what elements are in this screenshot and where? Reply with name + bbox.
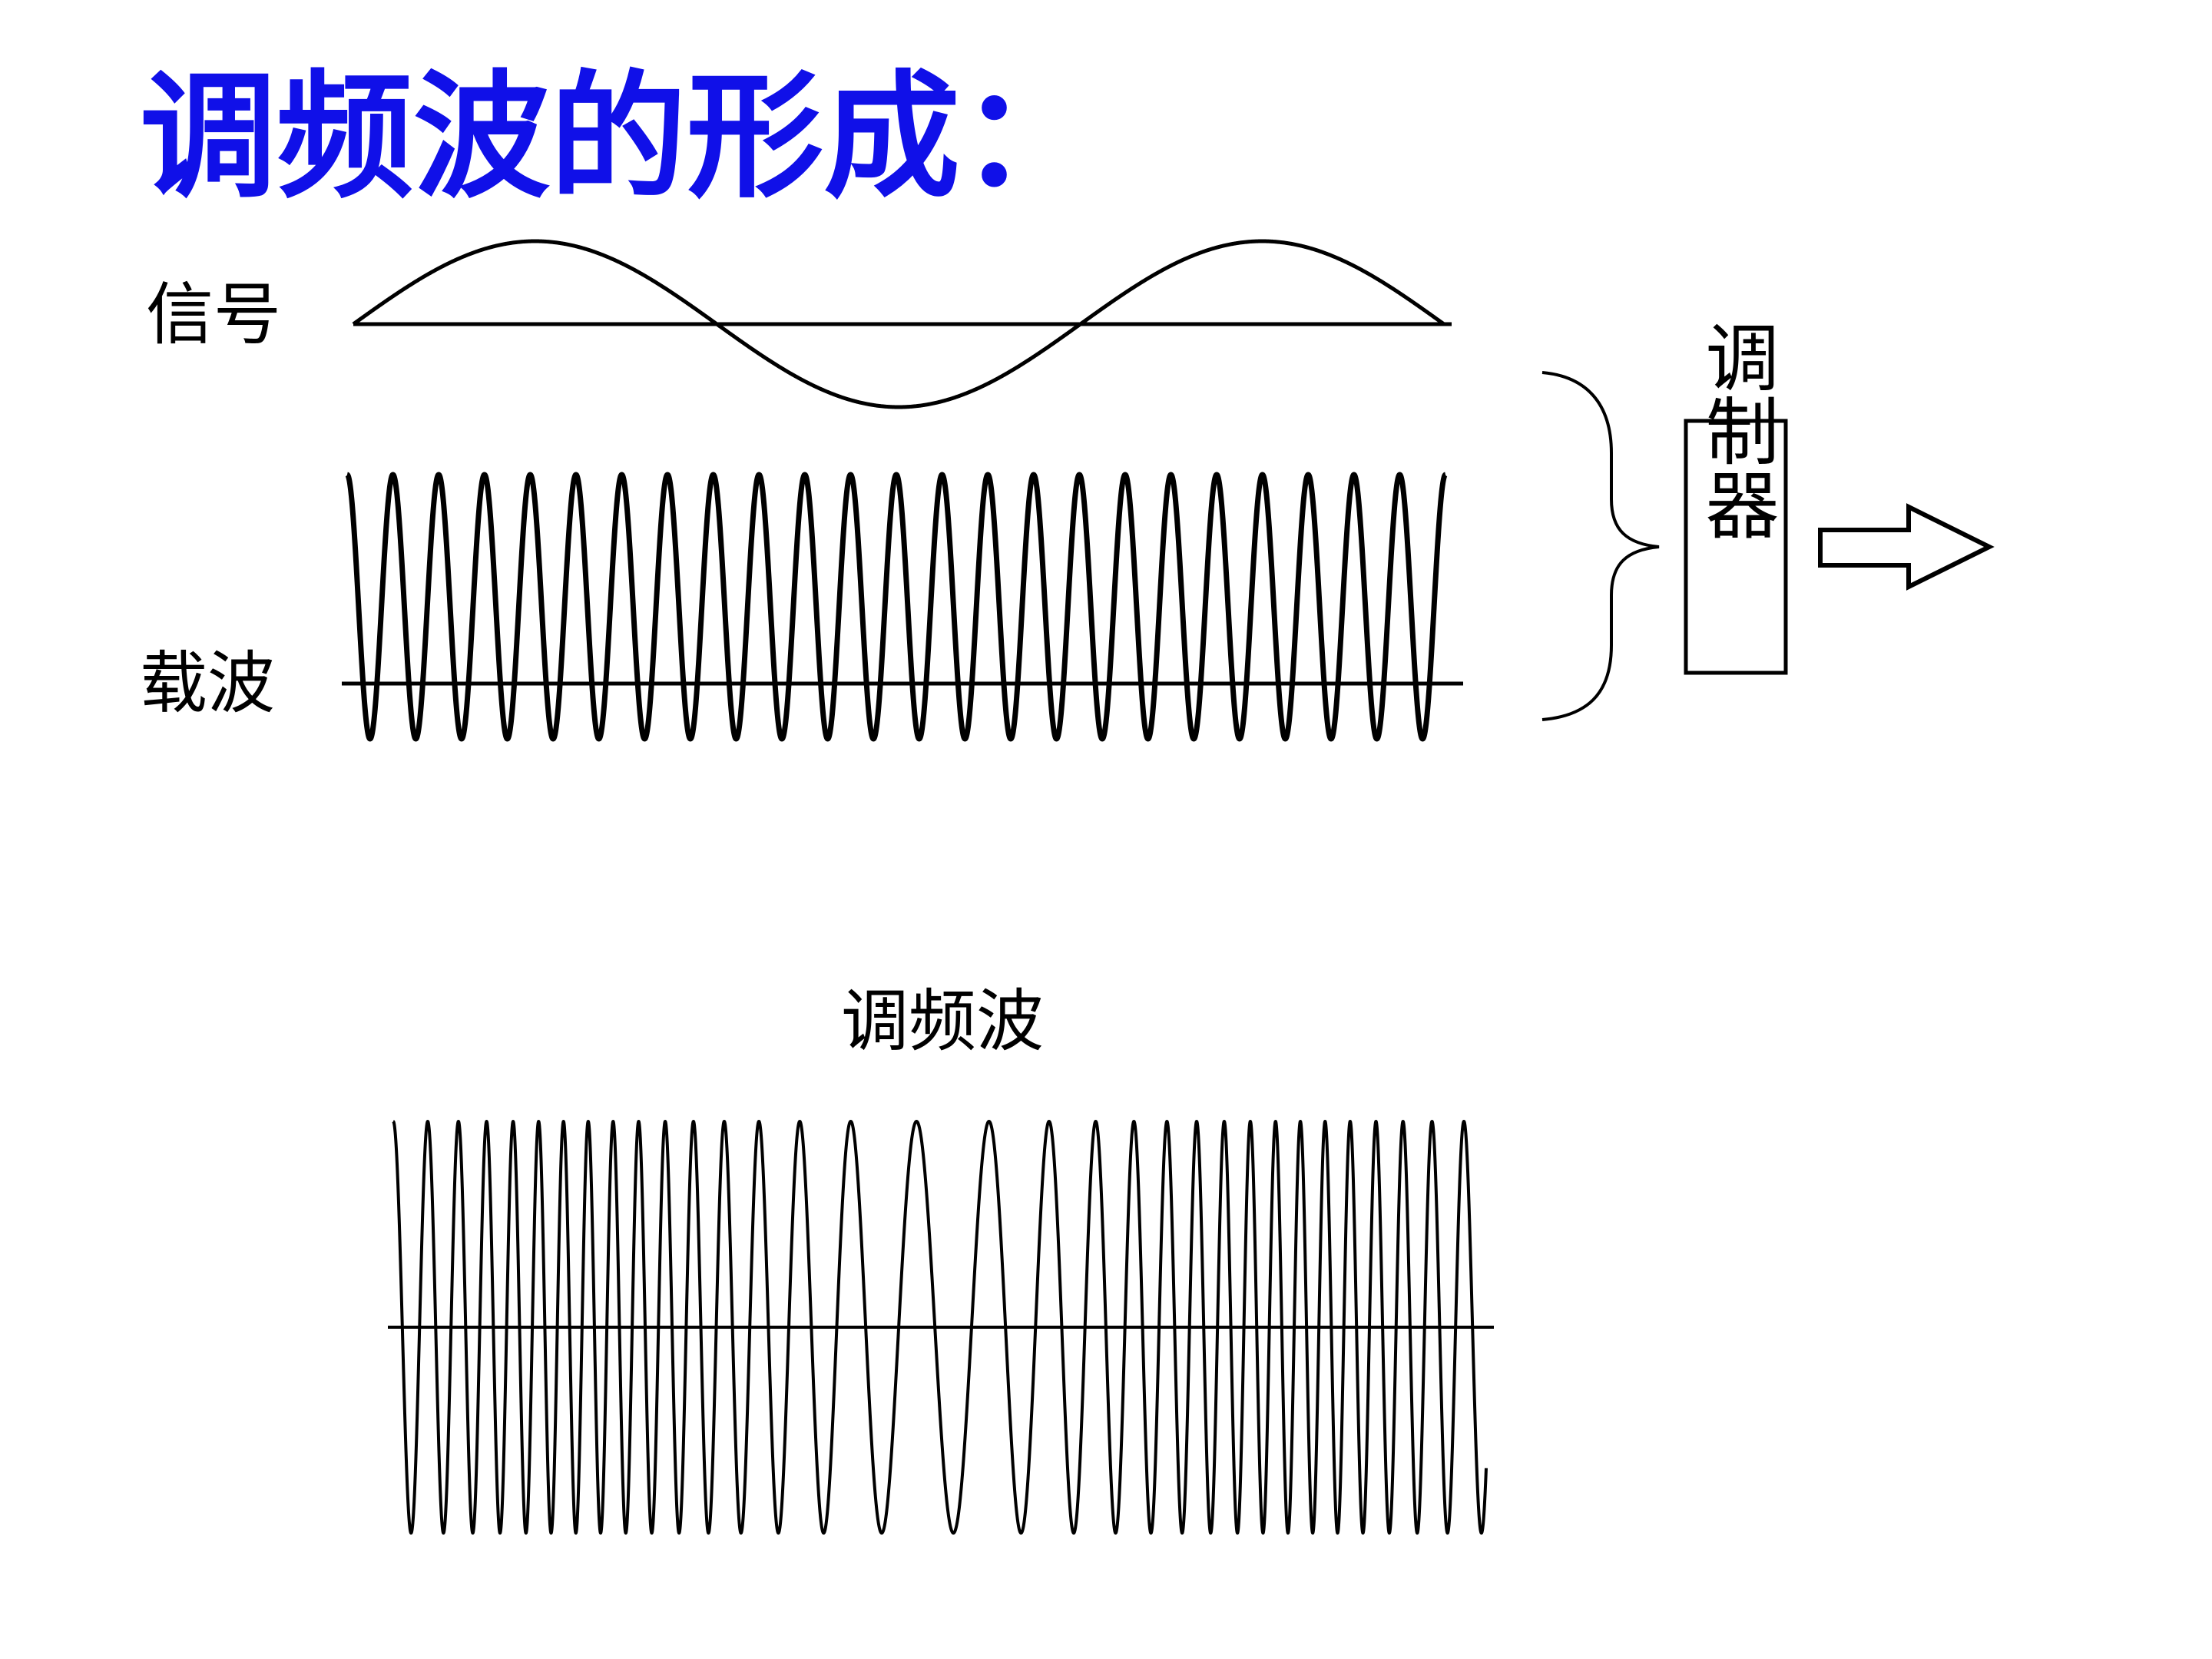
fm-wave	[388, 1120, 1494, 1535]
signal-wave	[352, 239, 1452, 409]
signal-label: 信号	[146, 275, 281, 354]
brace-icon	[1541, 371, 1660, 721]
fm-wave-label: 调频波	[841, 982, 1044, 1061]
carrier-label: 载波	[140, 644, 275, 723]
modulator-label: 调制器	[1693, 320, 1779, 541]
fm-curve	[392, 1120, 1488, 1535]
carrier-wave	[342, 472, 1463, 742]
arrow-right-icon	[1818, 503, 1995, 591]
signal-curve	[352, 239, 1445, 409]
slide-title: 调频波的形成：	[140, 58, 1097, 217]
carrier-curve	[344, 472, 1449, 742]
modulator-frame	[1684, 419, 1788, 675]
modulator-box: 调制器	[1684, 320, 1788, 675]
